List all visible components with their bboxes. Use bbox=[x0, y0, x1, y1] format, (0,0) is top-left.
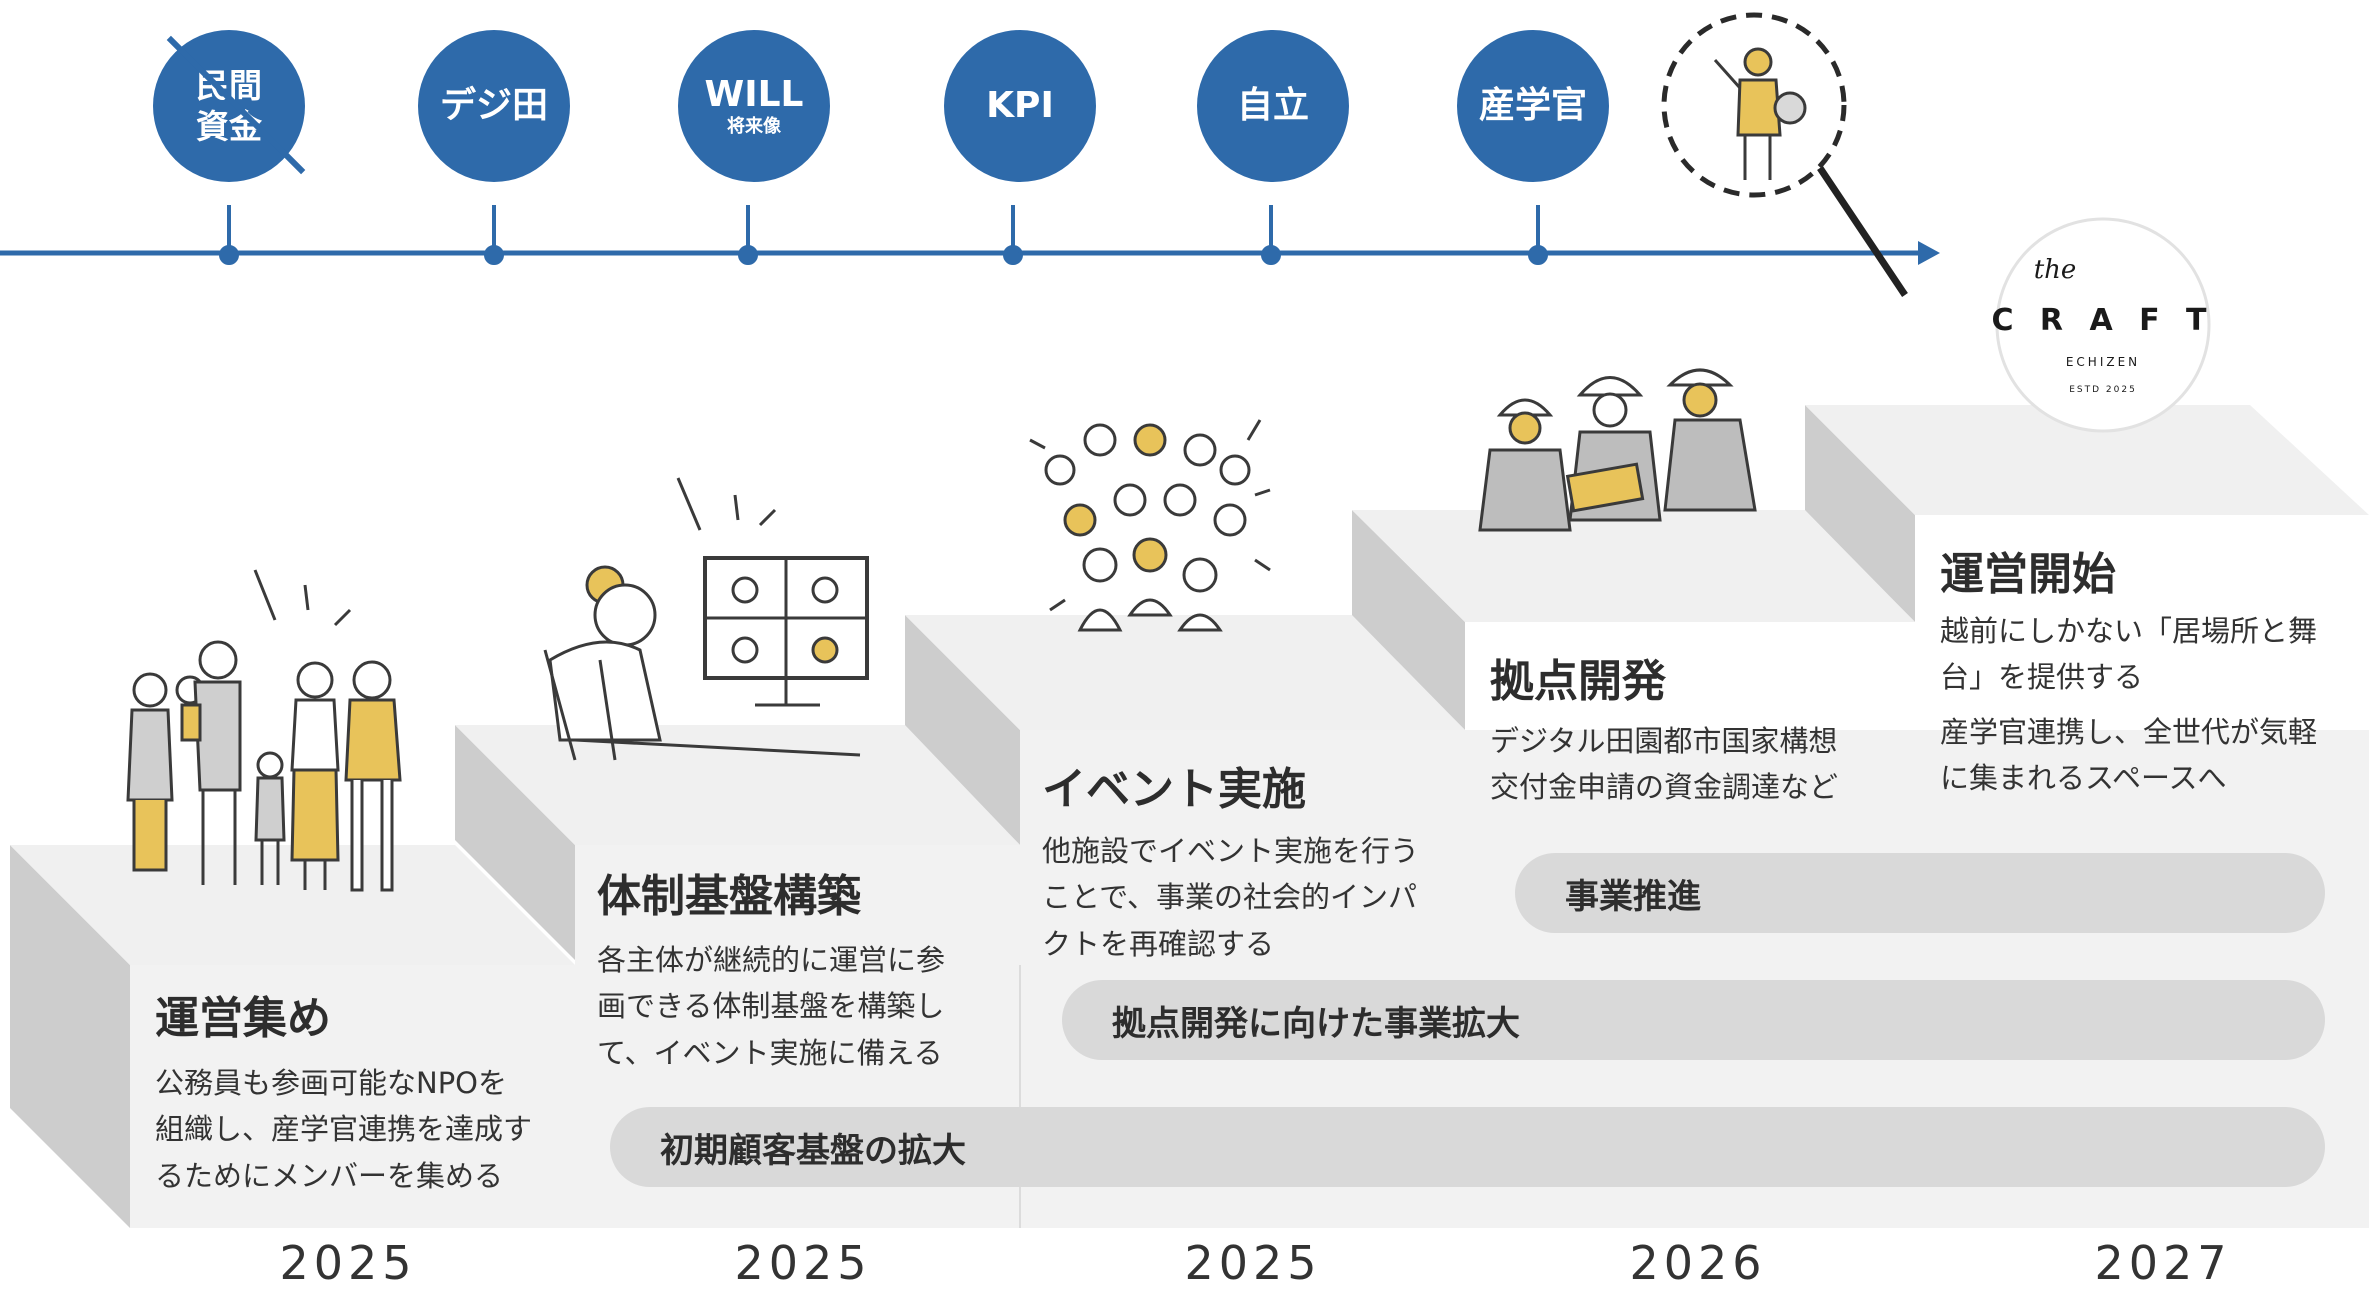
timeline-axis bbox=[0, 205, 1940, 265]
milestone-sublabel: 将来像 bbox=[727, 116, 781, 138]
step-5-desc-line: 台」を提供する bbox=[1940, 660, 2144, 695]
crowd-illustration bbox=[1029, 419, 1271, 632]
milestone-label: 自立 bbox=[1236, 85, 1309, 127]
craft-logo bbox=[1995, 217, 2211, 433]
step-5-desc-line: に集まれるスペースへ bbox=[1940, 761, 2227, 796]
step-3-title: イベント実施 bbox=[1042, 764, 1306, 815]
milestone-label: デジ田 bbox=[439, 85, 548, 127]
milestone-kpi: KPI bbox=[944, 30, 1096, 182]
family-illustration bbox=[126, 569, 402, 892]
step-1-desc-line: 公務員も参画可能なNPOを bbox=[155, 1066, 508, 1100]
year-label: 2027 bbox=[2094, 1236, 2232, 1290]
phase-bar-label: 拠点開発に向けた事業拡大 bbox=[1112, 1003, 1520, 1044]
milestone-digiden: デジ田 bbox=[418, 30, 570, 182]
step-2-desc-line: 各主体が継続的に運営に参 bbox=[597, 943, 946, 977]
year-label: 2025 bbox=[1184, 1236, 1322, 1290]
step-4-desc-line: デジタル田園都市国家構想 bbox=[1490, 724, 1838, 758]
step-4-desc-line: 交付金申請の資金調達など bbox=[1490, 770, 1839, 805]
step-3-desc-line: ことで、事業の社会的インパ bbox=[1042, 880, 1417, 915]
logo-estd: ESTD 2025 bbox=[2069, 385, 2137, 395]
milestone-label: 産学官 bbox=[1478, 85, 1587, 127]
step-2-desc-line: 画できる体制基盤を構築し bbox=[597, 989, 945, 1024]
step-2-desc-line: て、イベント実施に備える bbox=[597, 1035, 943, 1070]
step-1-title: 運営集め bbox=[155, 993, 331, 1044]
step-5-title: 運営開始 bbox=[1940, 549, 2116, 600]
stair-sides bbox=[10, 405, 1915, 1228]
milestone-private-funding: 民間 資金 bbox=[153, 30, 306, 182]
milestone-independence: 自立 bbox=[1197, 30, 1349, 182]
step-5-desc-line: 産学官連携し、全世代が気軽 bbox=[1940, 714, 2318, 749]
zoom-lens bbox=[1661, 12, 1908, 297]
year-label: 2026 bbox=[1629, 1236, 1767, 1290]
milestone-label-2: 資金 bbox=[196, 107, 262, 146]
step-2-description: 各主体が継続的に運営に参 画できる体制基盤を構築し て、イベント実施に備える bbox=[597, 937, 945, 1076]
milestone-label: WILL bbox=[704, 73, 804, 115]
strike-through-mark bbox=[166, 35, 306, 175]
milestone-label: KPI bbox=[986, 85, 1054, 127]
step-4-title: 拠点開発 bbox=[1490, 656, 1666, 707]
step-1-desc-line: 組織し、産学官連携を達成す bbox=[155, 1112, 533, 1147]
step-5-description: 越前にしかない「居場所と舞 台」を提供する 産学官連携し、全世代が気軽 に集まれ… bbox=[1940, 608, 2317, 802]
year-label: 2025 bbox=[279, 1236, 417, 1290]
video-call-illustration bbox=[543, 477, 869, 761]
logo-name: C R A F T bbox=[1991, 303, 2215, 338]
phase-bar-business-expansion: 拠点開発に向けた事業拡大 bbox=[1062, 980, 2325, 1060]
step-2-title: 体制基盤構築 bbox=[597, 871, 861, 922]
step-3-desc-line: 他施設でイベント実施を行う bbox=[1042, 834, 1420, 868]
milestone-industry-academia-government: 産学官 bbox=[1457, 30, 1609, 182]
phase-bar-label: 事業推進 bbox=[1565, 876, 1701, 917]
phase-bar-business-promotion: 事業推進 bbox=[1515, 853, 2325, 933]
step-1-desc-line: るためにメンバーを集める bbox=[155, 1158, 504, 1193]
year-label: 2025 bbox=[734, 1236, 872, 1290]
phase-bar-label: 初期顧客基盤の拡大 bbox=[660, 1130, 966, 1171]
logo-script: the bbox=[2033, 255, 2077, 285]
step-3-description: 他施設でイベント実施を行う ことで、事業の社会的インパ クトを再確認する bbox=[1042, 828, 1419, 967]
step-3-desc-line: クトを再確認する bbox=[1042, 926, 1275, 961]
step-5-desc-line: 越前にしかない「居場所と舞 bbox=[1940, 614, 2318, 648]
logo-place: ECHIZEN bbox=[2065, 355, 2141, 369]
milestone-will: WILL 将来像 bbox=[678, 30, 830, 182]
phase-bar-initial-customer-base: 初期顧客基盤の拡大 bbox=[610, 1107, 2325, 1187]
workers-illustration bbox=[1478, 368, 1757, 532]
step-4-description: デジタル田園都市国家構想 交付金申請の資金調達など bbox=[1490, 718, 1838, 811]
step-1-description: 公務員も参画可能なNPOを 組織し、産学官連携を達成す るためにメンバーを集める bbox=[155, 1060, 532, 1199]
